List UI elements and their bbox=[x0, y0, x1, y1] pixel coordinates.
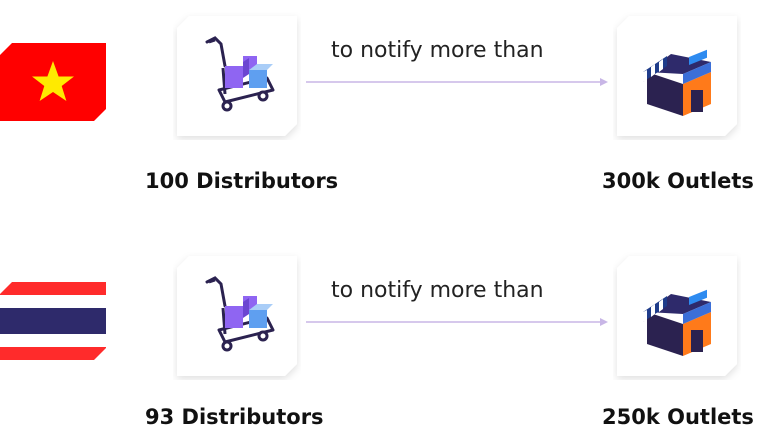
country-row-vietnam: to notify more than 100 Distributo bbox=[0, 0, 761, 200]
arrow-right-icon bbox=[306, 318, 608, 326]
distributors-count: 100 Distributors bbox=[145, 169, 339, 193]
thailand-flag-icon bbox=[0, 282, 106, 360]
distribution-cart-icon bbox=[205, 276, 275, 352]
connector-text: to notify more than bbox=[331, 278, 544, 303]
card-tile bbox=[617, 256, 737, 376]
outlets-count: 250k Outlets bbox=[602, 405, 754, 429]
outlets-count: 300k Outlets bbox=[602, 169, 754, 193]
shop-icon bbox=[643, 289, 711, 356]
outlet-card bbox=[613, 12, 741, 140]
card-tile bbox=[617, 16, 737, 136]
distribution-cart-icon bbox=[205, 36, 275, 112]
shop-icon bbox=[643, 49, 711, 116]
connector-text: to notify more than bbox=[331, 38, 544, 63]
vietnam-flag-icon bbox=[0, 43, 106, 121]
distributor-card bbox=[173, 12, 301, 140]
country-row-thailand: to notify more than 93 Distributor bbox=[0, 240, 761, 440]
arrow-right-icon bbox=[306, 78, 608, 86]
distributor-card bbox=[173, 252, 301, 380]
outlet-card bbox=[613, 252, 741, 380]
distributors-count: 93 Distributors bbox=[145, 405, 324, 429]
